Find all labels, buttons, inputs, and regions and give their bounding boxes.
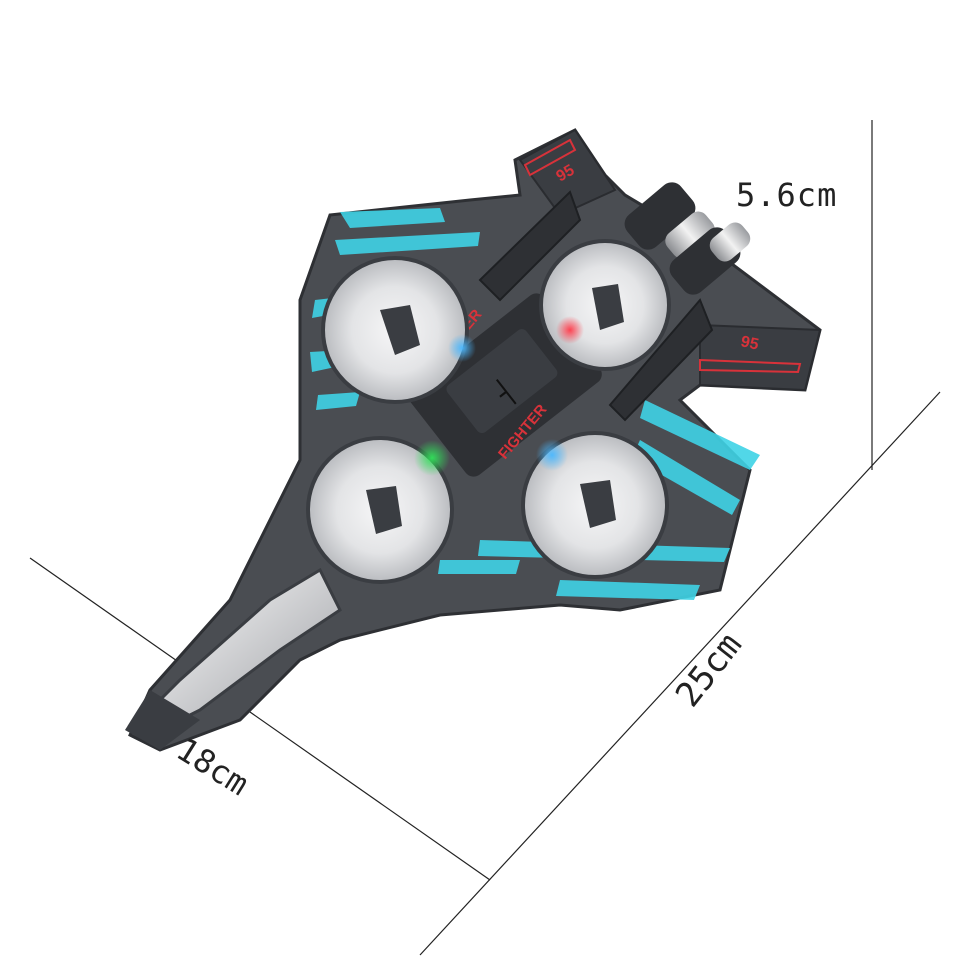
stabilizer-right	[608, 298, 714, 422]
led-red	[556, 316, 584, 344]
tail-stripe-upper	[523, 138, 577, 177]
led-blue-2	[448, 334, 476, 362]
led-green	[414, 440, 450, 476]
tail-fin-upper	[518, 128, 617, 217]
fighter-drone: 95 95 ┤ FIGHTER FIGHTER	[125, 128, 822, 752]
led-blue-1	[536, 439, 568, 471]
exhaust-nozzles	[624, 182, 751, 295]
height-dimension-label: 5.6cm	[736, 176, 838, 214]
propeller-front-left	[321, 256, 469, 404]
width-line	[29, 557, 491, 881]
stabilizer-left	[478, 190, 582, 302]
length-line	[419, 391, 941, 956]
tail-number-right: 95	[739, 333, 760, 353]
propeller-front-right	[539, 239, 671, 371]
tail-stripe-right	[699, 358, 802, 374]
propeller-rear-left	[306, 436, 454, 584]
nose-tip	[125, 690, 200, 750]
tail-number-upper: 95	[554, 162, 578, 186]
dimension-lines	[29, 120, 941, 956]
tail-fin-right	[699, 323, 822, 392]
